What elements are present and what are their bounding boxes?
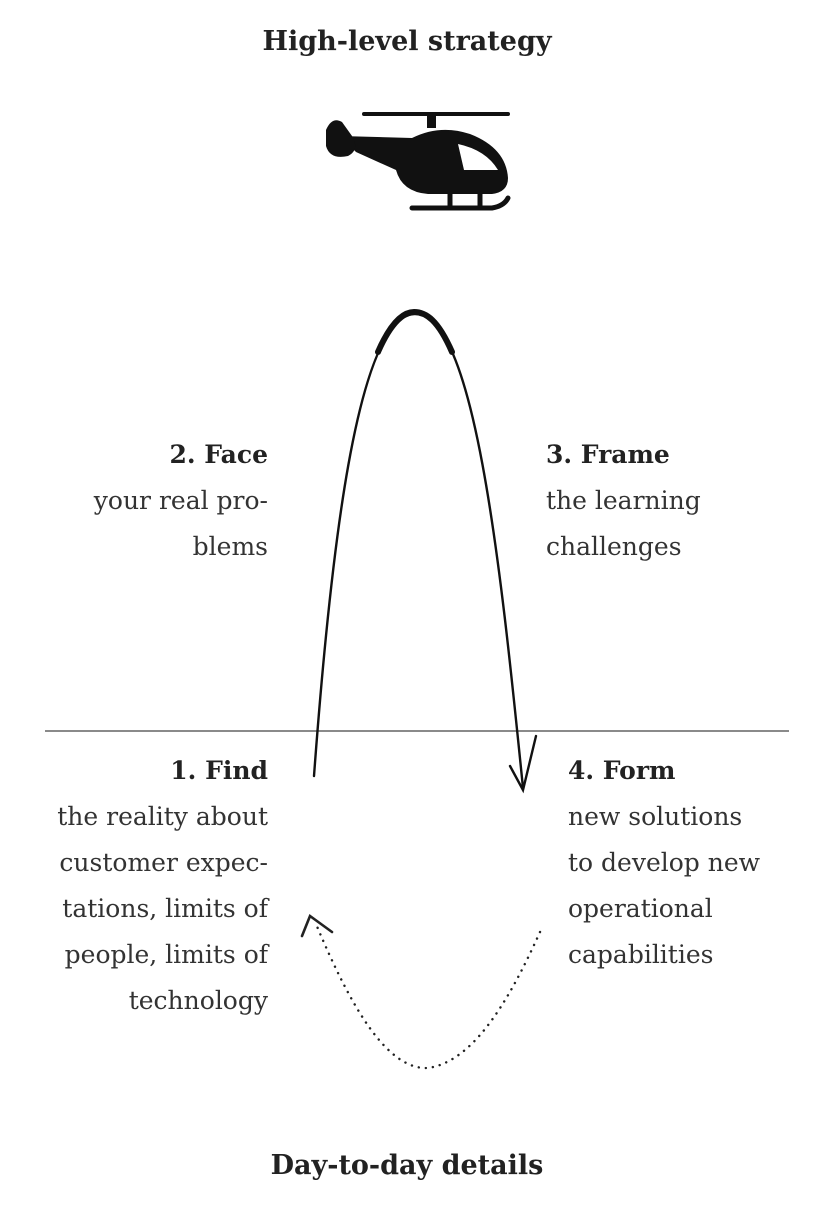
step-find-line: people, limits of bbox=[64, 940, 268, 969]
step-find-line: technology bbox=[128, 986, 268, 1015]
return-dotted-arrow bbox=[300, 913, 542, 1070]
step-find-line: tations, limits of bbox=[62, 894, 268, 923]
diagram-title-bottom: Day-to-day details bbox=[270, 1150, 544, 1181]
step-find-title: 1. Find bbox=[170, 756, 268, 785]
helicopter-icon bbox=[326, 112, 511, 211]
step-find-line: customer expec- bbox=[59, 848, 268, 877]
step-frame-line: challenges bbox=[546, 532, 682, 561]
step-form: 4. Form new solutions to develop new ope… bbox=[568, 748, 760, 978]
step-form-line: operational bbox=[568, 894, 713, 923]
step-face-title: 2. Face bbox=[169, 440, 268, 469]
step-find-line: the reality about bbox=[57, 802, 268, 831]
step-frame-title: 3. Frame bbox=[546, 440, 670, 469]
step-frame-line: the learning bbox=[546, 486, 701, 515]
step-form-line: to develop new bbox=[568, 848, 761, 877]
diagram-title-top: High-level strategy bbox=[262, 26, 552, 57]
step-face-line: your real pro- bbox=[93, 486, 268, 515]
step-frame: 3. Frame the learning challenges bbox=[546, 432, 701, 570]
step-form-title: 4. Form bbox=[568, 756, 676, 785]
strategy-arc-arrow bbox=[312, 308, 538, 794]
step-form-line: new solutions bbox=[568, 802, 743, 831]
step-find: 1. Find the reality about customer expec… bbox=[57, 748, 268, 1024]
step-form-line: capabilities bbox=[568, 940, 714, 969]
step-face: 2. Face your real pro- blems bbox=[94, 432, 268, 570]
step-face-line: blems bbox=[192, 532, 268, 561]
